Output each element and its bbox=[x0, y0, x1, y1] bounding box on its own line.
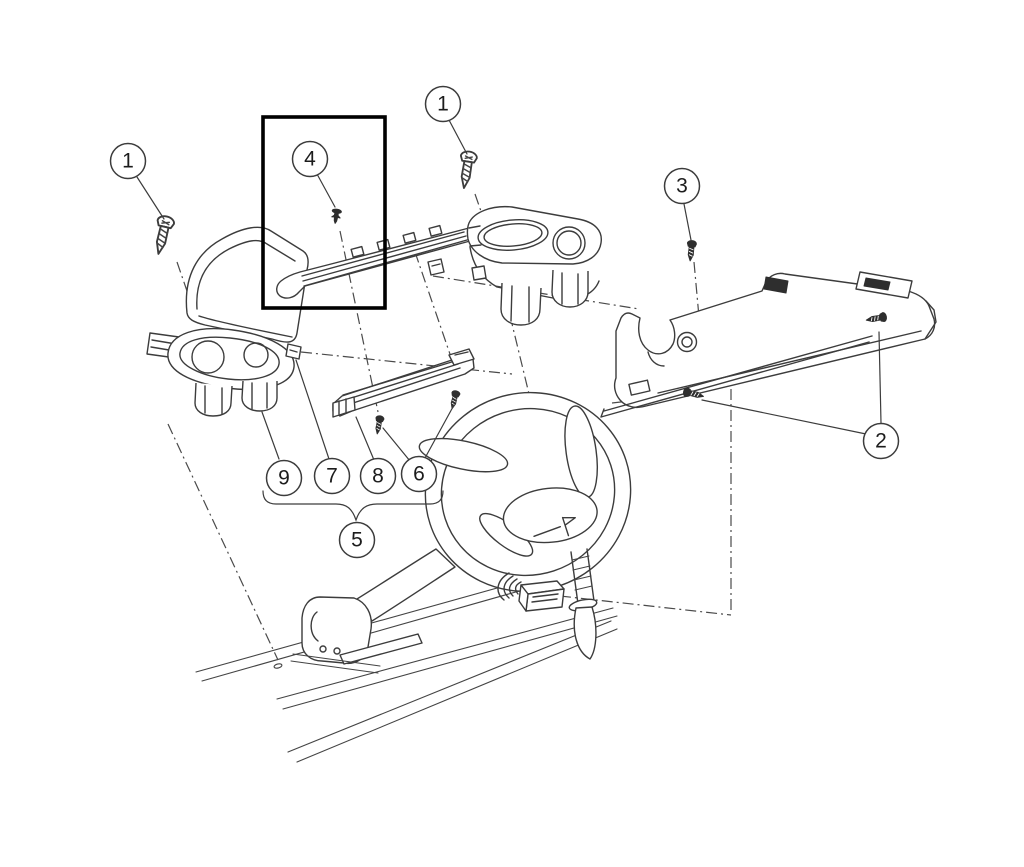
harness-channel bbox=[276, 224, 471, 299]
leader-lines bbox=[136, 119, 882, 462]
highlight-box bbox=[261, 115, 387, 310]
left-cupholder-tray bbox=[146, 327, 302, 417]
callout-2: 2 bbox=[862, 422, 900, 460]
callout-5-label: 5 bbox=[351, 529, 363, 552]
mounting-rails bbox=[195, 565, 618, 763]
callout-7: 7 bbox=[313, 457, 351, 495]
callout-6-label: 6 bbox=[413, 463, 425, 486]
callout-9: 9 bbox=[265, 459, 303, 497]
callout-7-label: 7 bbox=[326, 465, 338, 488]
callout-5: 5 bbox=[338, 521, 376, 559]
middle-cupholder bbox=[466, 205, 602, 326]
callout-3-label: 3 bbox=[676, 175, 688, 198]
callout-6: 6 bbox=[400, 455, 438, 493]
wire-connector bbox=[497, 572, 565, 612]
callout-8: 8 bbox=[359, 457, 397, 495]
steering-column bbox=[356, 548, 456, 622]
callout-4: 4 bbox=[291, 140, 329, 178]
callout-1-middle-label: 1 bbox=[437, 93, 449, 116]
slider-rail bbox=[332, 348, 475, 418]
lower-steering-shaft bbox=[568, 548, 598, 660]
callout-2-label: 2 bbox=[875, 430, 887, 453]
callout-8-label: 8 bbox=[372, 465, 384, 488]
callout-1-left-label: 1 bbox=[122, 150, 134, 173]
callout-4-label: 4 bbox=[304, 148, 316, 171]
steering-wheel bbox=[418, 391, 632, 593]
callout-1-middle: 1 bbox=[424, 85, 462, 123]
group-brace bbox=[262, 490, 444, 522]
callout-9-label: 9 bbox=[278, 467, 290, 490]
steering-wheel-emblem bbox=[533, 516, 576, 538]
right-dash-panel bbox=[600, 271, 937, 418]
callout-1-left: 1 bbox=[109, 142, 147, 180]
column-base bbox=[290, 596, 423, 674]
callout-3: 3 bbox=[663, 167, 701, 205]
